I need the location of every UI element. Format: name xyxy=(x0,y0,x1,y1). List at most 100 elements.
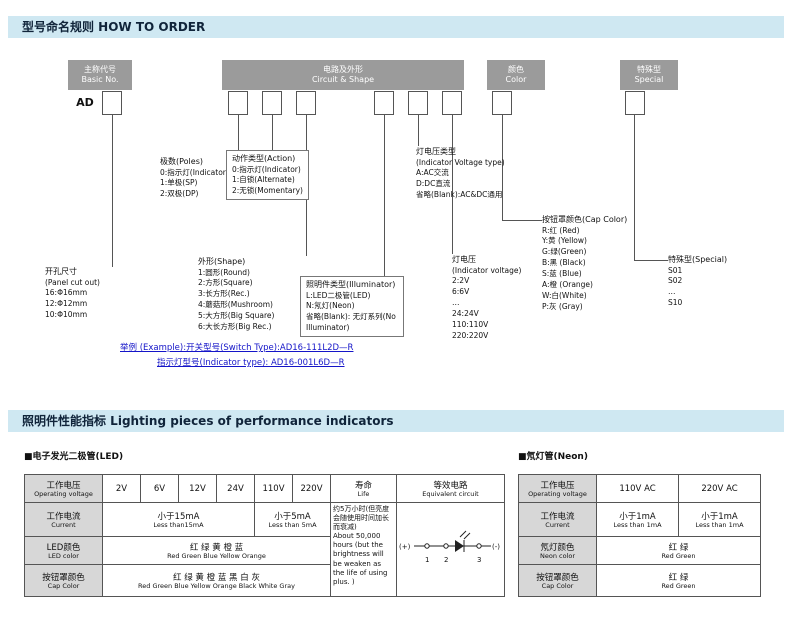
color-box: 颜色 Color xyxy=(487,60,545,90)
example-indicator-type-link[interactable]: 指示灯型号(Indicator type): AD16-001L6D—R xyxy=(157,358,345,368)
neon-row-header-cap-color: 按钮罩颜色 Cap Color xyxy=(518,564,597,597)
neon-voltage-cell: 110V AC xyxy=(596,474,679,503)
neon-colors-en: Red Green xyxy=(661,551,696,560)
neon-current-en: Less than 1mA xyxy=(613,520,662,529)
shape-item: 4:蘑菇形(Mushroom) xyxy=(198,300,273,310)
special-type-item: S01 xyxy=(668,265,683,275)
led-life-text-en: About 50,000 hours (but the brightness w… xyxy=(333,532,388,586)
led-voltage-cell: 12V xyxy=(178,474,217,503)
poles-item: 0:指示灯(Indicator) xyxy=(160,167,229,177)
equivalent-circuit-diagram: (+) (-) 1 2 3 xyxy=(399,530,500,564)
neon-voltage-header-zh: 工作电压 xyxy=(540,480,575,491)
led-cap-color-header-zh: 按钮罩颜色 xyxy=(42,572,85,583)
voltage-type-subtitle: (Indicator Voltage type) xyxy=(416,157,505,167)
basic-no-box: 主称代号 Basic No. xyxy=(68,60,132,90)
led-symbol xyxy=(454,540,464,552)
indicator-voltage-item: 110:110V xyxy=(452,319,489,329)
circuit-shape-box: 电路及外形 Circuit & Shape xyxy=(222,60,464,90)
connector-line xyxy=(384,115,385,276)
led-voltage-cell: 2V xyxy=(102,474,141,503)
shape-item: 3:长方形(Rec.) xyxy=(198,289,250,299)
led-current-high-cell: 小于5mA Less than 5mA xyxy=(254,502,331,537)
special-types-callout: 特殊型(Special) S01 S02 … S10 xyxy=(668,254,727,309)
neon-cap-color-cell: 红 绿 Red Green xyxy=(596,564,761,597)
led-color-header-en: LED color xyxy=(48,551,79,560)
illuminator-callout: 照明件类型(Illuminator) L:LED二极管(LED) N:氖灯(Ne… xyxy=(300,276,404,338)
neon-row-header-voltage: 工作电压 Operating voltage xyxy=(518,474,597,503)
voltage-type-item: 省略(Blank):AC&DC通用 xyxy=(416,190,503,200)
led-current-high-en: Less than 5mA xyxy=(268,520,317,529)
led-row-header-current: 工作电流 Current xyxy=(24,502,103,537)
led-current-header-zh: 工作电流 xyxy=(46,511,81,522)
shape-item: 5:大方形(Big Square) xyxy=(198,311,275,321)
led-circuit-header-en: Equivalent circuit xyxy=(422,489,479,498)
led-section-label: ■电子发光二极管(LED) xyxy=(24,452,124,462)
led-color-header-zh: LED颜色 xyxy=(46,542,81,553)
code-digit-box xyxy=(492,91,512,115)
poles-callout: 极数(Poles) 0:指示灯(Indicator) 1:单极(SP) 2:双极… xyxy=(160,156,229,201)
model-prefix: AD xyxy=(76,96,94,109)
special-type-item: S02 xyxy=(668,276,683,286)
cap-color-item: G:绿(Green) xyxy=(542,247,587,257)
led-color-cell: 红 绿 黄 橙 蓝 Red Green Blue Yellow Orange xyxy=(102,536,331,565)
shape-callout-title: 外形(Shape) xyxy=(198,257,246,266)
action-item: 0:指示灯(Indicator) xyxy=(232,164,301,174)
connector-line xyxy=(238,115,239,156)
panel-cutout-item: 10:Φ10mm xyxy=(45,310,88,320)
led-life-text-zh: 约5万小时(但亮度会随使用时间加长而衰减) xyxy=(333,505,390,532)
neon-cap-color-header-en: Cap Color xyxy=(541,581,574,590)
example-switch-type-link[interactable]: 举例 (Example):开关型号(Switch Type):AD16-111L… xyxy=(120,343,354,353)
performance-title: 照明件性能指标 Lighting pieces of performance i… xyxy=(22,414,394,428)
neon-current-cell: 小于1mA Less than 1mA xyxy=(596,502,679,537)
code-digit-box xyxy=(262,91,282,115)
cap-color-item: R:红 (Red) xyxy=(542,225,580,235)
panel-cutout-title: 开孔尺寸 xyxy=(45,267,77,276)
code-digit-box xyxy=(442,91,462,115)
led-row-header-voltage: 工作电压 Operating voltage xyxy=(24,474,103,503)
circuit-terminal-label: 3 xyxy=(477,556,481,564)
circuit-plus-label: (+) xyxy=(399,543,411,551)
how-to-order-title: 型号命名规则 HOW TO ORDER xyxy=(22,20,206,34)
neon-current-header-en: Current xyxy=(545,520,570,529)
led-circuit-header: 等效电路 Equivalent circuit xyxy=(396,474,505,503)
connector-line xyxy=(112,115,113,267)
voltage-type-item: A:AC交流 xyxy=(416,168,449,178)
shape-item: 1:圆形(Round) xyxy=(198,267,250,277)
led-current-low-zh: 小于15mA xyxy=(157,511,200,522)
led-current-low-en: Less than15mA xyxy=(153,520,204,529)
action-callout-title: 动作类型(Action) xyxy=(232,154,296,163)
neon-voltage-header-en: Operating voltage xyxy=(528,489,587,498)
poles-item: 1:单极(SP) xyxy=(160,178,198,188)
led-spec-table: 工作电压 Operating voltage 2V 6V 12V 24V 110… xyxy=(24,474,505,597)
neon-cap-color-header-zh: 按钮罩颜色 xyxy=(536,572,579,583)
circuit-terminal-label: 1 xyxy=(425,556,429,564)
led-life-header: 寿命 Life xyxy=(330,474,397,503)
indicator-voltage-subtitle: (Indicator voltage) xyxy=(452,265,522,275)
led-life-header-zh: 寿命 xyxy=(354,480,372,491)
color-zh: 颜色 xyxy=(508,64,524,74)
illuminator-item: L:LED二极管(LED) xyxy=(306,290,371,300)
cap-color-title: 按钮罩颜色(Cap Color) xyxy=(542,215,628,224)
poles-callout-title: 极数(Poles) xyxy=(160,157,203,166)
code-digit-box xyxy=(102,91,122,115)
neon-spec-table: 工作电压 Operating voltage 110V AC 220V AC 工… xyxy=(518,474,761,597)
connector-line xyxy=(502,115,503,220)
cap-color-item: A:橙 (Orange) xyxy=(542,279,593,289)
special-type-item: … xyxy=(668,287,676,297)
circuit-terminal-label: 2 xyxy=(444,556,448,564)
cap-color-item: P:灰 (Gray) xyxy=(542,301,583,311)
led-cap-colors-zh: 红 绿 黄 橙 蓝 黑 白 灰 xyxy=(173,572,260,583)
cap-color-item: Y:黄 (Yellow) xyxy=(542,236,587,246)
color-en: Color xyxy=(505,75,527,84)
basic-no-zh: 主称代号 xyxy=(84,64,116,74)
neon-current-header-zh: 工作电流 xyxy=(540,511,575,522)
performance-header: 照明件性能指标 Lighting pieces of performance i… xyxy=(8,410,784,432)
connector-line xyxy=(452,115,453,254)
illuminator-item: N:氖灯(Neon) xyxy=(306,301,355,311)
led-circuit-cell: (+) (-) 1 2 3 xyxy=(396,502,505,597)
circuit-shape-zh: 电路及外形 xyxy=(323,64,363,74)
connector-line xyxy=(634,260,668,261)
led-voltage-cell: 110V xyxy=(254,474,293,503)
code-digit-box xyxy=(296,91,316,115)
